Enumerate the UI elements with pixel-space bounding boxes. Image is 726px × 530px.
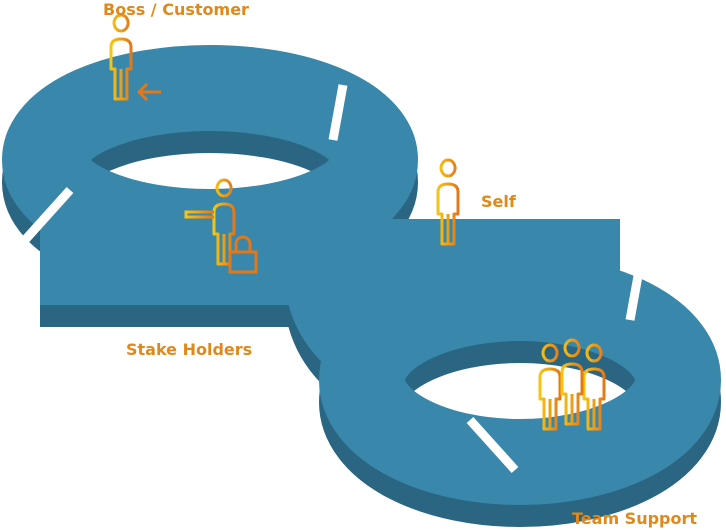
arrow-gaps: [21, 84, 645, 474]
label-self: Self: [481, 192, 516, 211]
person-arrow-icon: [109, 13, 161, 102]
label-boss-customer: Boss / Customer: [103, 0, 249, 19]
label-stake-holders: Stake Holders: [126, 340, 253, 359]
label-team-support: Team Support: [572, 509, 698, 528]
person-pointing-lock-icon: [184, 178, 258, 274]
loop-top: [2, 45, 721, 505]
person-icon: [436, 158, 460, 246]
